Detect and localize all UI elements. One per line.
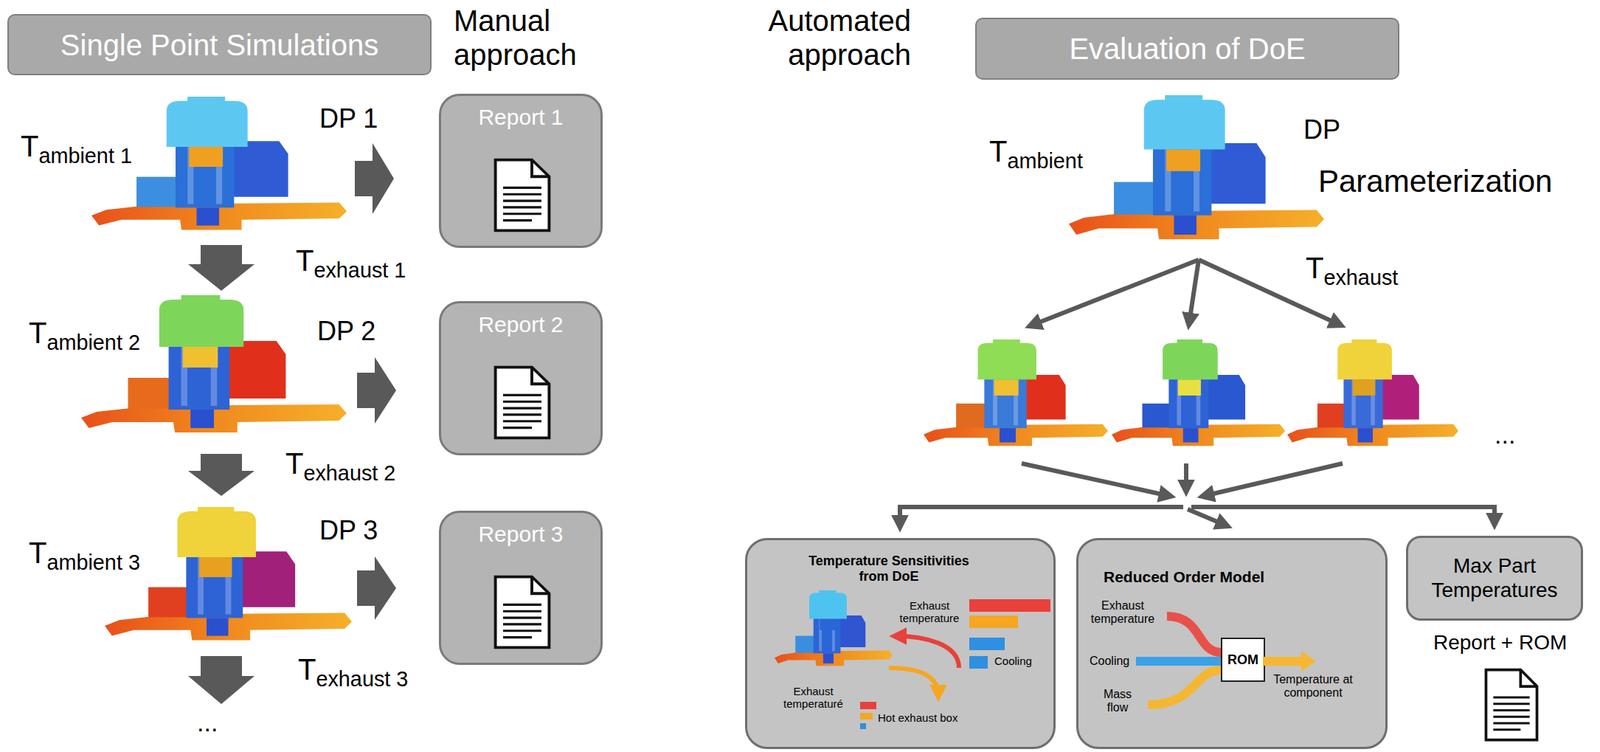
report-box: Report 1 (438, 93, 603, 248)
design-point-label: DP 3 (319, 514, 378, 546)
node-text: Reduced Order Model (1103, 568, 1347, 586)
rom-block: ROM (1220, 637, 1266, 682)
right-arrow (357, 357, 397, 424)
down-arrow (188, 655, 255, 704)
design-point-label: DP 2 (317, 315, 376, 346)
rom-input (1166, 615, 1221, 653)
title-box: Single Point Simulations (7, 14, 432, 76)
node-text: Report 1 (441, 104, 601, 131)
split-arrow (1031, 259, 1199, 326)
sensitivity-bar (860, 712, 873, 720)
figure-label: Mass flow (1091, 687, 1144, 715)
parameter-label: Texhaust (1305, 250, 1398, 290)
node-text: Report 2 (441, 312, 601, 338)
block-arrows (188, 143, 397, 704)
merge-arrow (1203, 463, 1343, 496)
right-arrow (357, 556, 397, 620)
heading-label: Manual approach (453, 3, 605, 72)
document-icon (495, 576, 550, 648)
subscript: exhaust (1323, 265, 1398, 290)
title-box: Evaluation of DoE (975, 17, 1400, 80)
figure-label: Cooling (994, 654, 1032, 667)
right-arrow (354, 143, 394, 214)
figure-label: Cooling (1089, 654, 1130, 668)
figure-label: Exhaust temperature (1082, 598, 1163, 627)
ellipsis: ... (1494, 420, 1516, 450)
subscript: ambient 2 (46, 330, 140, 355)
report-box: Report 3 (438, 510, 603, 665)
document-icon (495, 160, 550, 231)
node-text: Single Point Simulations (60, 28, 379, 62)
document-icon (495, 367, 550, 439)
subscript: exhaust 2 (303, 461, 396, 485)
sensitivity-bar (860, 722, 867, 729)
figure-label: Temperature at component (1270, 672, 1356, 701)
thermal-simulation (81, 295, 347, 433)
subscript: exhaust 3 (315, 666, 408, 691)
sensitivity-bar (969, 637, 1005, 650)
subscript: ambient 3 (46, 550, 140, 574)
node-text: Evaluation of DoE (1068, 31, 1305, 66)
rom-input (1147, 669, 1221, 705)
ellipsis: ... (196, 708, 218, 737)
merge-arrow (1021, 463, 1170, 496)
figure-label: Exhaust temperaturé (774, 684, 853, 711)
parameter-label: Tambient (989, 134, 1083, 174)
rom-output (1262, 650, 1316, 672)
sensitivity-bar (969, 598, 1051, 612)
document-icon (1485, 669, 1537, 740)
parameter-label: Texhaust 3 (298, 652, 408, 692)
down-arrow (188, 244, 255, 291)
thermal-simulation (1111, 339, 1286, 446)
figure-label: Exhaust temperature (892, 598, 967, 625)
split-arrow (1189, 259, 1199, 324)
result-panel: Max Part Temperatures (1405, 535, 1584, 621)
thermal-simulation (1287, 339, 1459, 446)
parameter-label: Tambient 3 (28, 535, 141, 575)
sensitivity-bar (860, 701, 877, 709)
thermal-simulation (1068, 95, 1325, 240)
heading-label: Parameterization (1318, 163, 1553, 200)
heading-label: Automated approach (726, 3, 912, 72)
sensitivity-bar (969, 655, 988, 669)
output-label: Report + ROM (1433, 630, 1567, 655)
parameter-label: Texhaust 2 (285, 446, 396, 486)
parameter-label: Texhaust 1 (295, 243, 406, 283)
design-point-label: DP 1 (319, 103, 378, 134)
result-panel: Reduced Order ModelROM (1076, 537, 1388, 749)
flow-arrow (888, 667, 939, 695)
subscript: ambient 1 (38, 143, 132, 168)
down-arrow (188, 453, 255, 496)
node-text: Max Part Temperatures (1414, 553, 1575, 602)
parameter-label: Tambient 2 (28, 315, 141, 355)
design-point-label: DP (1303, 114, 1341, 145)
flow-arrows (899, 259, 1495, 526)
mini-simulation (774, 590, 893, 666)
sensitivity-bar (969, 615, 1018, 628)
merge-arrow (1183, 463, 1189, 490)
subscript: ambient (1006, 149, 1083, 173)
report-box: Report 2 (438, 300, 603, 456)
node-text: ROM (1227, 652, 1259, 668)
node-text: Temperature Sensitivities from DoE (792, 553, 985, 584)
split-arrow (899, 506, 1184, 526)
thermal-simulation (923, 339, 1108, 446)
parameter-label: Tambient 1 (20, 129, 133, 169)
thermal-simulation (104, 506, 352, 640)
subscript: exhaust 1 (313, 258, 406, 282)
node-text: Report 3 (441, 521, 601, 548)
split-arrow (1191, 506, 1495, 524)
rom-input (1136, 656, 1221, 666)
figure-label: Hot exhaust box (877, 711, 958, 724)
split-arrow (1187, 508, 1227, 526)
flow-arrow (896, 635, 959, 668)
